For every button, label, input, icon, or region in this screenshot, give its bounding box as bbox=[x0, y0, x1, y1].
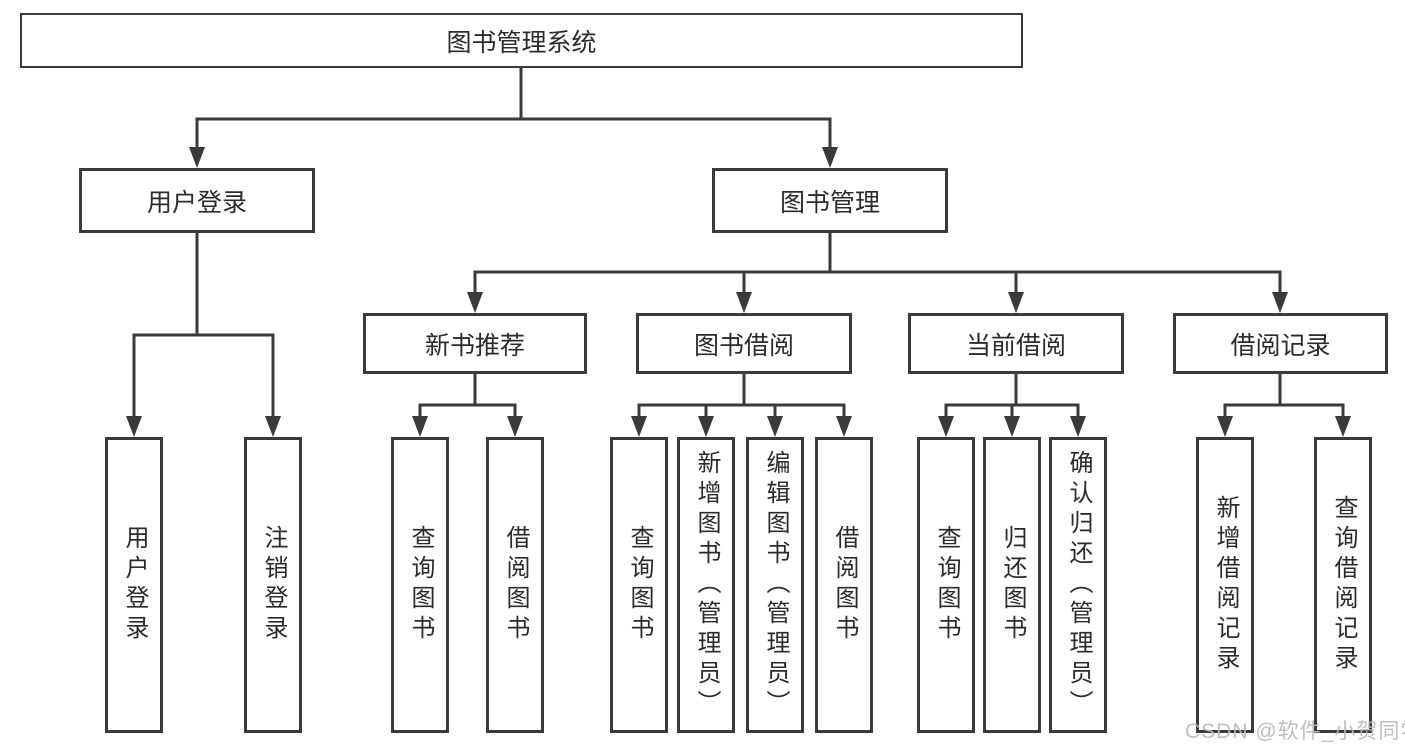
node-label: 当前借阅 bbox=[965, 331, 1066, 360]
node-current-borrowing: 当前借阅 bbox=[908, 313, 1124, 374]
csdn-watermark: CSDN @软件_小贺同学 bbox=[1185, 720, 1405, 743]
node-label: 查询图书 bbox=[933, 525, 960, 645]
node-label: 查询图书 bbox=[626, 525, 653, 645]
node-book-borrowing: 图书借阅 bbox=[636, 313, 852, 374]
connector-book-management-children bbox=[473, 231, 1282, 297]
node-label: 新增图书（管理员） bbox=[693, 450, 720, 720]
node-label: 查询图书 bbox=[407, 525, 434, 645]
node-label: 确认归还（管理员） bbox=[1065, 450, 1092, 720]
node-label: 归还图书 bbox=[999, 525, 1026, 645]
leaf-edit-book-admin: 编辑图书（管理员） bbox=[746, 437, 804, 733]
leaf-user-login: 用户登录 bbox=[105, 437, 163, 733]
connector-new-book-children bbox=[418, 372, 517, 422]
leaf-query-books-current: 查询图书 bbox=[917, 437, 975, 733]
node-label: 借阅图书 bbox=[831, 525, 858, 645]
node-borrowing-records: 借阅记录 bbox=[1173, 313, 1388, 374]
node-label: 编辑图书（管理员） bbox=[762, 450, 789, 720]
leaf-logout: 注销登录 bbox=[244, 437, 302, 733]
connector-user-login-children bbox=[132, 231, 275, 422]
node-label: 查询借阅记录 bbox=[1330, 495, 1357, 675]
leaf-query-borrow-record: 查询借阅记录 bbox=[1314, 437, 1372, 733]
leaf-confirm-return-admin: 确认归还（管理员） bbox=[1049, 437, 1107, 733]
node-label: 图书借阅 bbox=[693, 331, 794, 360]
connector-current-borrow-children bbox=[944, 372, 1080, 422]
arrowheads bbox=[126, 147, 1351, 437]
node-label: 借阅记录 bbox=[1230, 331, 1331, 360]
leaf-add-book-admin: 新增图书（管理员） bbox=[677, 437, 735, 733]
node-label: 注销登录 bbox=[260, 525, 287, 645]
connector-book-borrow-children bbox=[637, 372, 846, 422]
leaf-add-borrow-record: 新增借阅记录 bbox=[1196, 437, 1254, 733]
node-label: 用户登录 bbox=[121, 525, 148, 645]
leaf-query-books-recommend: 查询图书 bbox=[391, 437, 449, 733]
leaf-borrow-books-recommend: 借阅图书 bbox=[486, 437, 544, 733]
leaf-borrow-books-borrow: 借阅图书 bbox=[815, 437, 873, 733]
connector-root-to-level1 bbox=[195, 66, 832, 152]
leaf-return-books: 归还图书 bbox=[983, 437, 1041, 733]
node-label: 用户登录 bbox=[146, 188, 247, 217]
node-label: 图书管理系统 bbox=[446, 28, 597, 57]
node-new-book-recommendation: 新书推荐 bbox=[363, 313, 587, 374]
node-label: 新书推荐 bbox=[424, 331, 525, 360]
node-label: 新增借阅记录 bbox=[1212, 495, 1239, 675]
node-user-login: 用户登录 bbox=[79, 168, 315, 233]
leaf-query-books-borrow: 查询图书 bbox=[610, 437, 668, 733]
connector-borrow-record-children bbox=[1223, 372, 1345, 422]
node-library-management-system: 图书管理系统 bbox=[20, 13, 1023, 68]
node-label: 图书管理 bbox=[779, 188, 880, 217]
node-label: 借阅图书 bbox=[502, 525, 529, 645]
node-book-management: 图书管理 bbox=[712, 168, 948, 233]
